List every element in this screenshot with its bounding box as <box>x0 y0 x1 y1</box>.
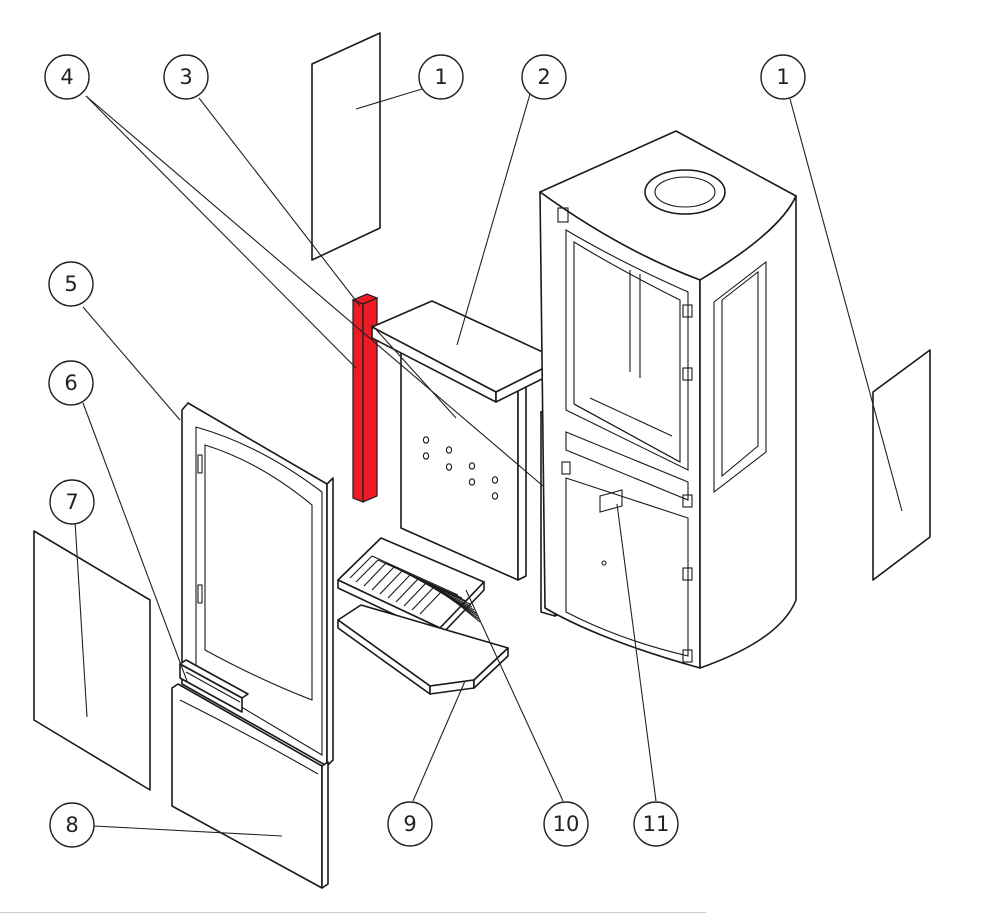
part-9-ash-pan <box>337 604 509 695</box>
bottom-rule <box>0 912 706 913</box>
part-1-side-panel-right <box>872 349 931 581</box>
callout-3: 3 <box>163 54 209 100</box>
part-7-left-panel <box>33 530 151 791</box>
callout-10: 10 <box>543 801 589 847</box>
svg-text:2: 2 <box>537 65 550 89</box>
part-2-baffle-and-back-panel <box>371 300 561 581</box>
svg-text:1: 1 <box>434 65 447 89</box>
part-8-lower-cover <box>171 683 329 889</box>
callout-1-right: 1 <box>760 54 806 100</box>
part-3-highlighted-bar <box>351 293 379 503</box>
callout-9: 9 <box>387 801 433 847</box>
callout-7: 7 <box>49 479 95 525</box>
svg-text:10: 10 <box>553 812 580 836</box>
callout-6: 6 <box>48 360 94 406</box>
svg-text:8: 8 <box>65 813 78 837</box>
callout-1-top: 1 <box>418 54 464 100</box>
part-1-side-panel-top <box>311 32 381 261</box>
svg-text:5: 5 <box>64 272 77 296</box>
part-5-door <box>181 402 334 767</box>
svg-text:7: 7 <box>65 490 78 514</box>
svg-text:1: 1 <box>776 65 789 89</box>
svg-text:4: 4 <box>60 65 73 89</box>
callout-11: 11 <box>633 801 679 847</box>
callout-2: 2 <box>521 54 567 100</box>
part-11-stove-body <box>539 130 797 669</box>
part-6-trim <box>179 659 249 713</box>
svg-text:3: 3 <box>179 65 192 89</box>
svg-text:9: 9 <box>403 812 416 836</box>
leader-lines <box>74 88 903 837</box>
callout-8: 8 <box>49 802 95 848</box>
svg-text:6: 6 <box>64 371 77 395</box>
callout-5: 5 <box>48 261 94 307</box>
callout-4: 4 <box>44 54 90 100</box>
svg-text:11: 11 <box>643 812 670 836</box>
